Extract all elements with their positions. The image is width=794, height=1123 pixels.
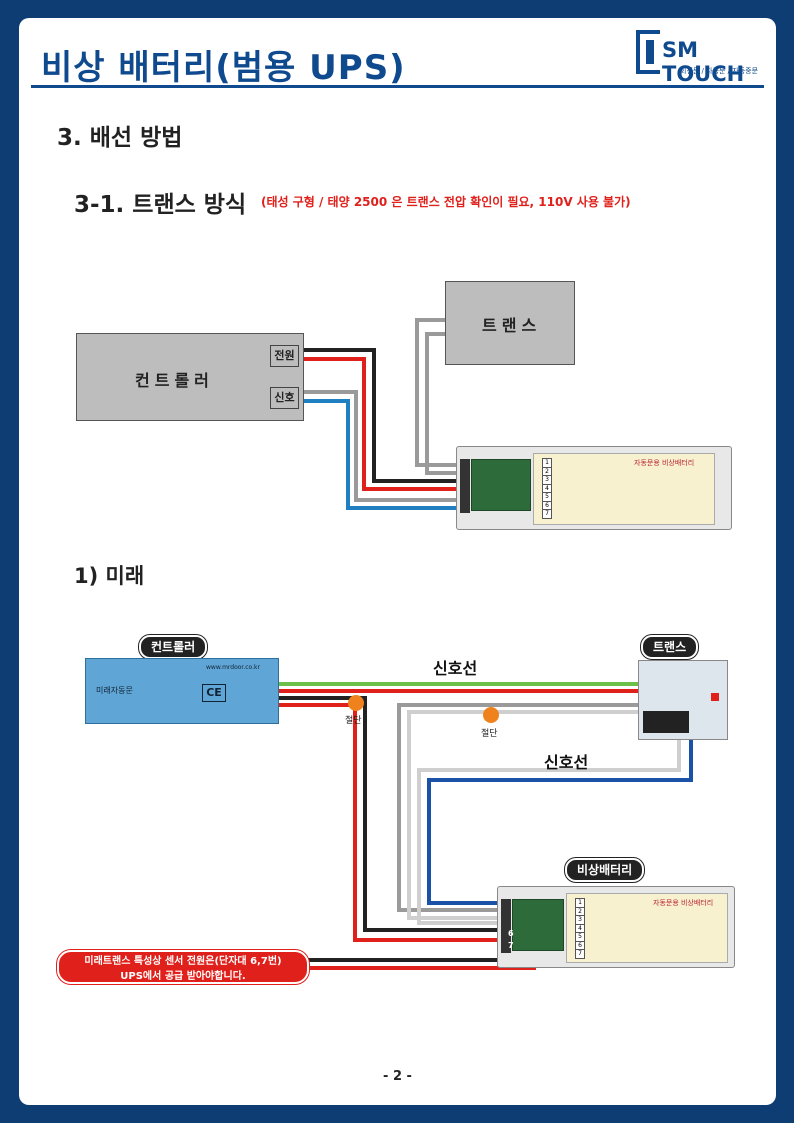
sensor-power-callout: 미래트랜스 특성상 센서 전원은(단자대 6,7번) UPS에서 공급 받아야합… [57, 950, 309, 984]
wire-red-power [298, 357, 459, 491]
callout-line-1: 미래트랜스 특성상 센서 전원은(단자대 6,7번) [84, 956, 282, 967]
title-divider [31, 85, 764, 88]
transformer-box: 트랜스 [445, 281, 575, 365]
wire-gray-trans-2 [425, 332, 459, 475]
terminal-strip-2 [501, 899, 511, 953]
cut-label-1: 절단 [345, 716, 362, 726]
wire-gray-2 [407, 710, 639, 920]
pcb-board [471, 459, 531, 511]
transformer-label: 트랜스 [482, 316, 542, 335]
wire-black-power [298, 348, 459, 483]
marker-7-label: 7 [508, 941, 514, 950]
wire-gray-signal [298, 390, 459, 502]
page-number: - 2 - [383, 1069, 412, 1084]
controller-url: www.mrdoor.co.kr [206, 664, 260, 671]
wire-red-controller [274, 703, 499, 942]
section-heading: 3. 배선 방법 [57, 125, 183, 151]
wiring-diagram-1 [298, 318, 459, 510]
module-title-2: 자동문용 비상배터리 [653, 899, 714, 907]
signal-line-label-bottom: 신호선 [544, 753, 589, 772]
marker-6-label: 6 [508, 929, 514, 938]
brand-logo: SM TOUCH 회전문 / 자동문 / 자동중문 [636, 30, 766, 86]
terminal-strip [460, 459, 470, 513]
terminal-number: 7 [542, 509, 552, 519]
controller-label: 컨트롤러 [135, 371, 214, 390]
terminal-power: 전원 [270, 345, 299, 367]
transformer-pill: 트랜스 [641, 635, 699, 659]
wiring-diagram-2 [274, 682, 693, 970]
controller-unit: www.mrdoor.co.kr 미래자동문 CE [85, 658, 279, 724]
wire-black-controller [274, 696, 499, 932]
transformer-terminal [643, 711, 689, 733]
wire-gray-trans-1 [415, 318, 459, 467]
wire-blue-signal [298, 399, 459, 510]
wire-gray-1 [397, 703, 639, 912]
controller-box: 컨트롤러 [76, 333, 304, 421]
wire-white [417, 730, 681, 925]
page-title: 비상 배터리(범용 UPS) [41, 48, 406, 88]
logo-mark-icon [636, 30, 660, 74]
document-page: 비상 배터리(범용 UPS) SM TOUCH 회전문 / 자동문 / 자동중문… [19, 18, 776, 1105]
callout-line-2: UPS에서 공급 받아야합니다. [120, 971, 246, 982]
battery-pill: 비상배터리 [565, 858, 645, 882]
wire-black-sensor [289, 930, 529, 962]
signal-line-label-top: 신호선 [433, 659, 478, 678]
controller-brand: 미래자동문 [96, 686, 133, 695]
cut-point-1 [348, 695, 364, 711]
ce-mark: CE [202, 684, 226, 702]
subsection-heading: 3-1. 트랜스 방식 [74, 192, 247, 218]
cut-point-2 [483, 707, 499, 723]
wire-blue-signal-2 [427, 730, 693, 905]
module-title: 자동문용 비상배터리 [634, 459, 695, 467]
transformer-unit [638, 660, 728, 740]
subsection-note: (태성 구형 / 태양 2500 은 트랜스 전압 확인이 필요, 110V 사… [261, 195, 631, 209]
example-heading: 1) 미래 [74, 564, 145, 588]
terminal-signal: 신호 [270, 387, 299, 409]
logo-text: SM TOUCH [662, 38, 745, 86]
terminal-number: 7 [575, 949, 585, 959]
cut-label-2: 절단 [481, 729, 498, 739]
logo-subtext: 회전문 / 자동문 / 자동중문 [680, 67, 759, 75]
transformer-switch [711, 693, 719, 701]
controller-pill: 컨트롤러 [139, 635, 208, 659]
pcb-board-2 [512, 899, 564, 951]
